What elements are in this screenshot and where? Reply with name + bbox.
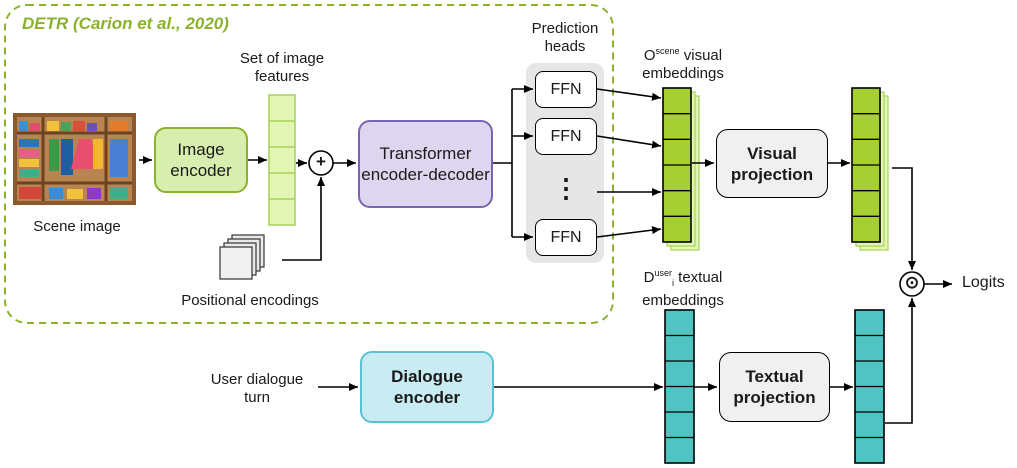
positional-encodings-icon <box>219 234 265 280</box>
textual-projected-column <box>854 309 885 464</box>
visual-embeddings-rest: visual embeddings <box>642 47 724 82</box>
image-features-column <box>268 94 296 226</box>
detr-region <box>4 4 614 324</box>
scene-image-label: Scene image <box>33 218 121 235</box>
transformer-box: Transformer encoder-decoder <box>358 120 493 208</box>
visual-embeddings-label: Oscene visual embeddings <box>630 42 736 83</box>
dot-operator: ⊙ <box>904 273 920 292</box>
textual-embeddings-sub: i <box>671 278 674 288</box>
visual-embeddings-stack <box>662 87 700 251</box>
detr-title: DETR (Carion et al., 2020) <box>22 14 229 33</box>
prediction-heads-panel <box>526 63 604 263</box>
visual-embeddings-sup: scene <box>655 46 680 56</box>
plus-operator: + <box>316 152 326 171</box>
textual-embeddings-sup: user <box>654 268 672 278</box>
visual-embeddings-prefix: O <box>643 47 656 64</box>
ffn-box-1: FFN <box>535 71 597 108</box>
ffn-box-2: FFN <box>535 118 597 155</box>
positional-encodings-label: Positional encodings <box>181 292 319 309</box>
textual-embeddings-rest: textual embeddings <box>642 269 724 309</box>
ffn-box-3: FFN <box>535 219 597 256</box>
user-dialogue-label: User dialogue turn <box>210 371 304 406</box>
ffn-ellipsis: ⋮ <box>553 173 579 203</box>
textual-embeddings-prefix: D <box>643 269 655 286</box>
dialogue-encoder-box: Dialogue encoder <box>360 351 494 423</box>
prediction-heads-label: Prediction heads <box>531 20 599 55</box>
textual-embeddings-column <box>664 309 695 464</box>
visual-projection-box: Visual projection <box>716 129 828 198</box>
image-encoder-box: Image encoder <box>154 127 248 193</box>
scene-image <box>13 113 136 205</box>
flow-arrows <box>139 85 952 424</box>
visual-projected-stack <box>851 87 889 251</box>
textual-projection-box: Textual projection <box>719 352 830 422</box>
textual-embeddings-label: Duseri textual embeddings <box>628 264 738 310</box>
set-features-label: Set of image features <box>239 50 325 85</box>
logits-label: Logits <box>962 274 1005 291</box>
